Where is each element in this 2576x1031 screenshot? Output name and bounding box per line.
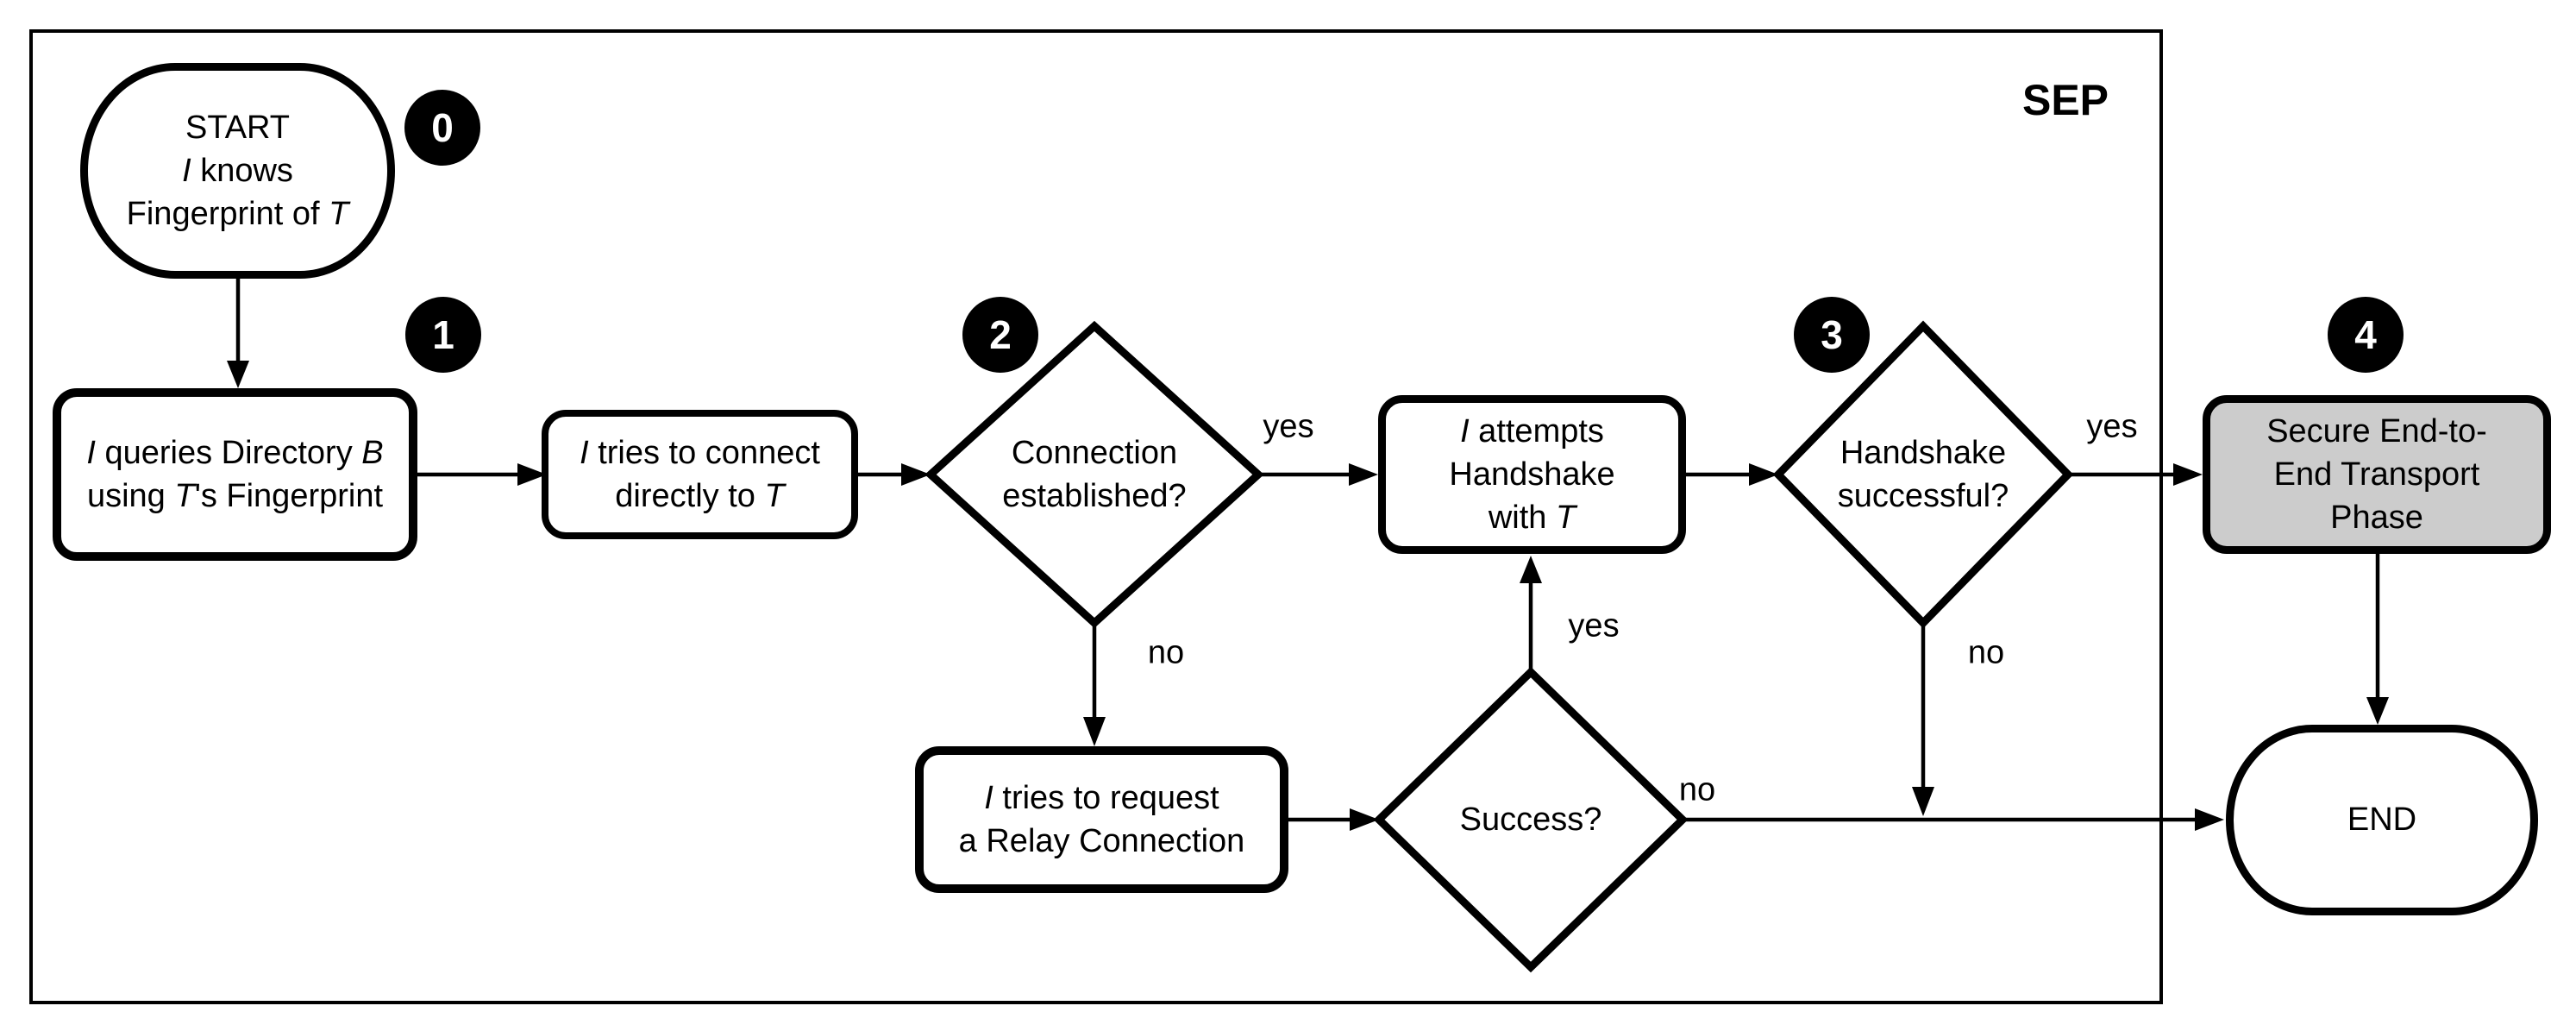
end-node: END — [2226, 725, 2538, 915]
step-badge-4: 4 — [2328, 297, 2404, 373]
decision-connection-established — [924, 320, 1264, 629]
arrowhead-success-no — [2195, 808, 2224, 831]
edge-label-connection-yes: yes — [1263, 408, 1314, 445]
arrowhead-handshake-to-decision — [1749, 463, 1778, 486]
arrowhead-start-to-query — [227, 361, 249, 388]
decision-handshake-successful — [1772, 320, 2074, 629]
arrowhead-connect-to-decision — [901, 463, 931, 486]
step-badge-1: 1 — [405, 297, 481, 373]
arrowhead-relay-to-success — [1350, 808, 1379, 831]
sep-label: SEP — [2021, 76, 2109, 124]
arrowhead-connection-yes — [1349, 463, 1378, 486]
arrowhead-connection-no — [1083, 717, 1106, 746]
arrowhead-handshake-yes — [2173, 463, 2203, 486]
edge-label-success-no: no — [1678, 771, 1716, 808]
arrowhead-secure-to-end — [2366, 697, 2389, 725]
edge-label-success-yes: yes — [1568, 607, 1620, 644]
decision-relay-success-label: Success? — [1459, 801, 1602, 838]
edge-label-handshake-no: no — [1967, 634, 2005, 671]
step-badge-0: 0 — [404, 90, 480, 166]
step-badge-2: 2 — [962, 297, 1038, 373]
arrowhead-query-to-connect — [517, 463, 547, 486]
decision-relay-success — [1373, 666, 1689, 973]
arrowhead-success-yes — [1520, 556, 1542, 583]
arrowhead-handshake-no — [1912, 787, 1934, 816]
sep-boundary-box — [29, 29, 2163, 1004]
edge-label-connection-no: no — [1147, 634, 1185, 671]
edge-label-handshake-yes: yes — [2086, 408, 2138, 445]
step-badge-3: 3 — [1794, 297, 1870, 373]
